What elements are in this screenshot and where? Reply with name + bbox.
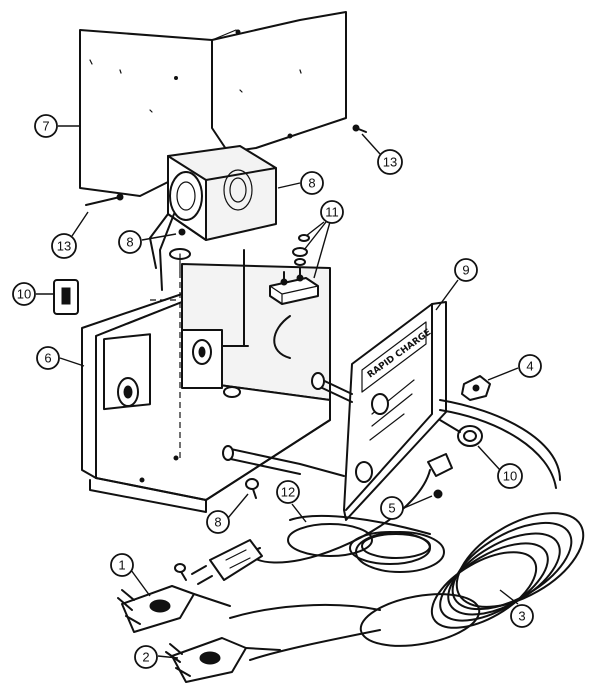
- callout-10-left: 10: [12, 282, 54, 306]
- switch-plate: [53, 279, 79, 315]
- callout-1-label: 1: [118, 558, 125, 573]
- terminal-block: [269, 234, 319, 359]
- callout-6-label: 6: [44, 351, 51, 366]
- callout-10-right-label: 10: [503, 469, 517, 484]
- callout-3: 3: [499, 589, 534, 628]
- callout-1: 1: [110, 553, 151, 597]
- callout-8-bracket: 8: [118, 230, 177, 254]
- callout-5-label: 5: [388, 501, 395, 516]
- callout-13-right-label: 13: [383, 155, 397, 170]
- callout-13-left-label: 13: [57, 239, 71, 254]
- top-cover: [79, 11, 347, 197]
- callout-4: 4: [487, 354, 542, 381]
- callout-7: 7: [34, 114, 80, 138]
- callout-6: 6: [36, 346, 85, 370]
- callout-8-transformer-label: 8: [308, 176, 315, 191]
- name-plate: RAPID CHARGE: [222, 301, 447, 521]
- callout-5: 5: [380, 495, 433, 520]
- dc-output-cord: [229, 399, 585, 661]
- callout-11: 11: [303, 200, 344, 279]
- screws: [85, 124, 367, 581]
- battery-clip-positive: [117, 585, 231, 633]
- callout-9-label: 9: [462, 263, 469, 278]
- callout-2-label: 2: [142, 650, 149, 665]
- callout-12-label: 12: [281, 485, 295, 500]
- callout-9: 9: [435, 258, 478, 311]
- ac-line-cord: [191, 469, 445, 585]
- callout-10-right: 10: [477, 445, 523, 489]
- battery-clip-negative: [165, 637, 281, 683]
- callout-12: 12: [276, 480, 307, 523]
- callout-4-label: 4: [526, 359, 533, 374]
- callout-13-left: 13: [51, 211, 89, 259]
- callout-11-label: 11: [325, 205, 339, 220]
- callout-8-bracket-label: 8: [126, 235, 133, 250]
- callout-3-label: 3: [518, 609, 525, 624]
- callout-13-right: 13: [361, 133, 403, 175]
- strain-relief-and-grommet: [427, 375, 491, 499]
- callout-2: 2: [134, 645, 179, 669]
- callout-7-label: 7: [42, 119, 49, 134]
- transformer: [149, 145, 277, 291]
- callout-8-transformer: 8: [277, 171, 324, 195]
- callout-8-base: 8: [206, 493, 249, 534]
- callout-10-left-label: 10: [17, 287, 31, 302]
- callout-8-base-label: 8: [214, 515, 221, 530]
